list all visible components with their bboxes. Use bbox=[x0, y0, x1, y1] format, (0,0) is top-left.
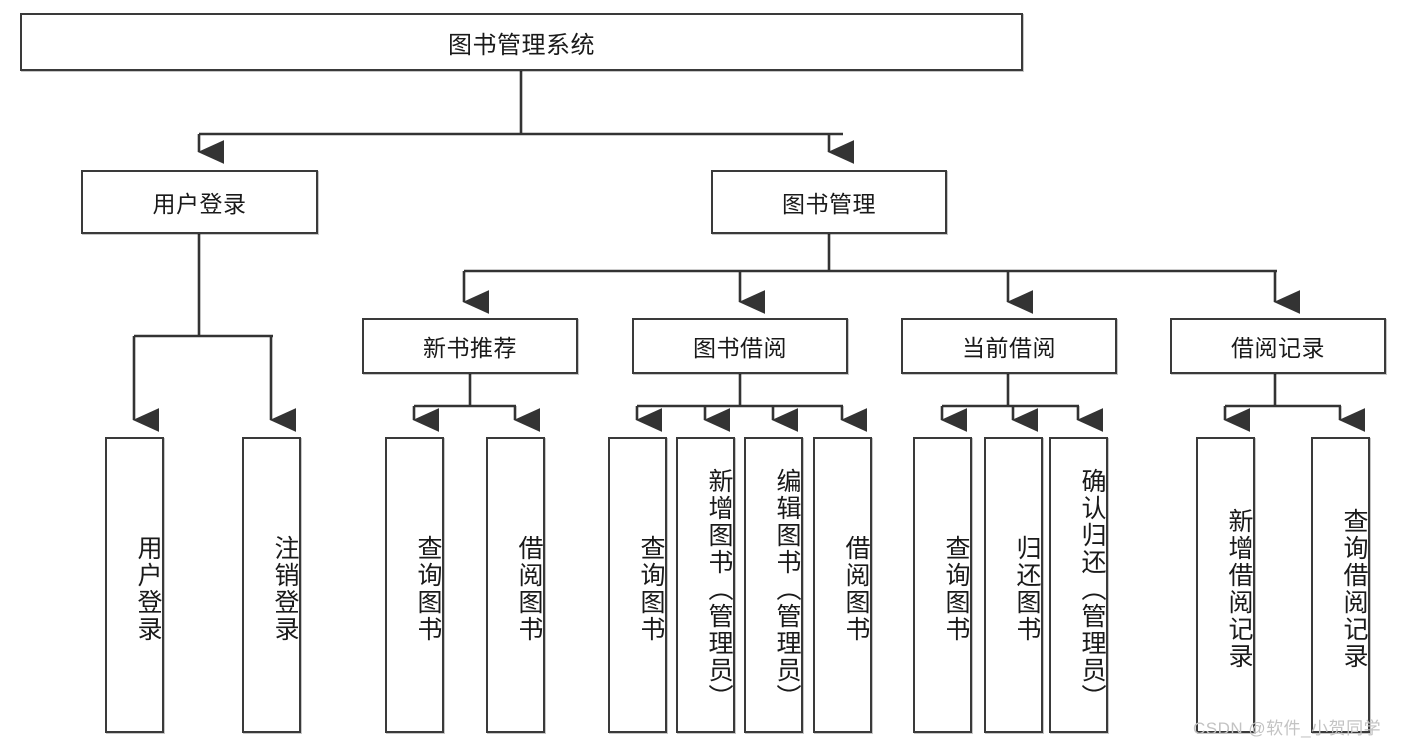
leaf-record-add-record[interactable]: 新增借阅记录 bbox=[1196, 437, 1255, 733]
node-label: 当前借阅 bbox=[962, 335, 1056, 361]
leaf-current-confirm-return-admin[interactable]: 确认归还（管理员） bbox=[1049, 437, 1108, 733]
leaf-borrow-query-book[interactable]: 查询图书 bbox=[608, 437, 667, 733]
node-label: 查询图书 bbox=[414, 535, 442, 643]
node-new-book-recommend[interactable]: 新书推荐 bbox=[362, 318, 578, 374]
node-label: 注销登录 bbox=[271, 535, 299, 643]
leaf-borrow-add-book-admin[interactable]: 新增图书（管理员） bbox=[676, 437, 735, 733]
node-book-management[interactable]: 图书管理 bbox=[711, 170, 947, 234]
node-label: 图书借阅 bbox=[693, 335, 787, 361]
leaf-user-login-signin[interactable]: 用户登录 bbox=[105, 437, 164, 733]
node-label: 新增图书（管理员） bbox=[705, 467, 733, 711]
node-label: 归还图书 bbox=[1013, 535, 1041, 643]
leaf-borrow-borrow-book[interactable]: 借阅图书 bbox=[813, 437, 872, 733]
node-label: 查询图书 bbox=[637, 535, 665, 643]
node-label: 借阅图书 bbox=[842, 535, 870, 643]
node-label: 新增借阅记录 bbox=[1225, 508, 1253, 670]
node-label: 用户登录 bbox=[134, 535, 162, 643]
node-borrow-record[interactable]: 借阅记录 bbox=[1170, 318, 1386, 374]
node-label: 用户登录 bbox=[152, 191, 247, 217]
leaf-borrow-edit-book-admin[interactable]: 编辑图书（管理员） bbox=[744, 437, 803, 733]
node-book-borrow[interactable]: 图书借阅 bbox=[632, 318, 848, 374]
node-label: 图书管理 bbox=[782, 191, 876, 217]
node-user-login[interactable]: 用户登录 bbox=[81, 170, 318, 234]
node-label: 确认归还（管理员） bbox=[1078, 467, 1106, 711]
node-label: 借阅记录 bbox=[1231, 335, 1325, 361]
leaf-current-return-book[interactable]: 归还图书 bbox=[984, 437, 1043, 733]
leaf-user-login-signout[interactable]: 注销登录 bbox=[242, 437, 301, 733]
leaf-record-query-record[interactable]: 查询借阅记录 bbox=[1311, 437, 1370, 733]
leaf-new-book-borrow[interactable]: 借阅图书 bbox=[486, 437, 545, 733]
node-label: 编辑图书（管理员） bbox=[773, 467, 801, 711]
node-root-system[interactable]: 图书管理系统 bbox=[20, 13, 1023, 71]
node-label: 查询借阅记录 bbox=[1340, 508, 1368, 670]
node-label: 图书管理系统 bbox=[448, 31, 595, 59]
node-label: 新书推荐 bbox=[423, 335, 517, 361]
node-label: 借阅图书 bbox=[515, 535, 543, 643]
leaf-new-book-query[interactable]: 查询图书 bbox=[385, 437, 444, 733]
leaf-current-query-book[interactable]: 查询图书 bbox=[913, 437, 972, 733]
node-label: 查询图书 bbox=[942, 535, 970, 643]
node-current-borrow[interactable]: 当前借阅 bbox=[901, 318, 1117, 374]
watermark: CSDN @软件_小贺同学 bbox=[1193, 719, 1382, 738]
